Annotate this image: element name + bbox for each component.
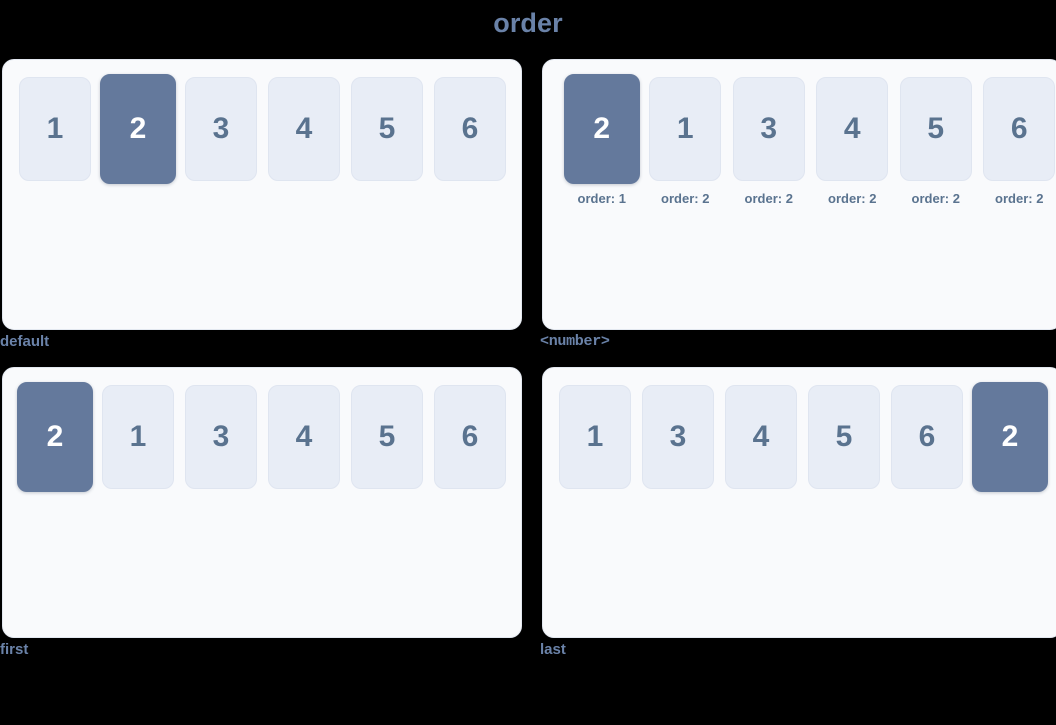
item-slot: 3 order: 2: [727, 77, 811, 206]
item-slot: 3: [185, 77, 257, 181]
panel-caption: <number>: [540, 333, 610, 350]
item-slot: 1: [102, 385, 174, 489]
item-slot: 6: [434, 77, 506, 181]
item-card[interactable]: 1: [102, 385, 174, 489]
panel-caption: first: [0, 641, 29, 658]
order-label: order: 2: [995, 191, 1044, 206]
demo-panel: 2 order: 1 1 order: 2 3 order: 2 4 order: 2 5 ord…: [542, 59, 1056, 330]
item-card-highlighted[interactable]: 2: [100, 74, 176, 184]
item-card[interactable]: 3: [185, 385, 257, 489]
order-label: order: 2: [744, 191, 793, 206]
item-slot: 2: [972, 382, 1048, 492]
item-slot: 4: [268, 385, 340, 489]
item-card[interactable]: 3: [185, 77, 257, 181]
item-slot: 5 order: 2: [894, 77, 978, 206]
item-card-highlighted[interactable]: 2: [972, 382, 1048, 492]
item-slot: 5: [351, 385, 423, 489]
item-slot: 3: [185, 385, 257, 489]
order-label: order: 2: [828, 191, 877, 206]
item-card[interactable]: 1: [649, 77, 722, 181]
item-card[interactable]: 4: [268, 385, 340, 489]
item-slot: 6: [891, 385, 963, 489]
item-slot: 2 order: 1: [560, 74, 644, 206]
order-label: order: 1: [577, 191, 626, 206]
item-card[interactable]: 5: [351, 385, 423, 489]
item-card[interactable]: 1: [19, 77, 91, 181]
panel-caption: last: [540, 641, 566, 658]
item-slot: 2: [100, 74, 176, 184]
order-label: order: 2: [661, 191, 710, 206]
item-slot: 5: [351, 77, 423, 181]
item-card[interactable]: 5: [351, 77, 423, 181]
item-slot: 1 order: 2: [644, 77, 728, 206]
item-slot: 6 order: 2: [978, 77, 1056, 206]
item-card-highlighted[interactable]: 2: [17, 382, 93, 492]
item-row: 2 order: 1 1 order: 2 3 order: 2 4 order: 2 5 ord…: [543, 60, 1056, 206]
item-card[interactable]: 6: [891, 385, 963, 489]
demo-cell: 2 order: 1 1 order: 2 3 order: 2 4 order: 2 5 ord…: [540, 59, 1056, 350]
item-card[interactable]: 6: [434, 77, 506, 181]
item-card[interactable]: 1: [559, 385, 631, 489]
item-card[interactable]: 3: [642, 385, 714, 489]
order-label: order: 2: [911, 191, 960, 206]
item-slot: 1: [559, 385, 631, 489]
page-title: order: [493, 8, 563, 38]
item-card[interactable]: 4: [268, 77, 340, 181]
item-card[interactable]: 4: [816, 77, 889, 181]
item-slot: 1: [19, 77, 91, 181]
item-slot: 5: [808, 385, 880, 489]
item-slot: 4 order: 2: [811, 77, 895, 206]
item-card[interactable]: 4: [725, 385, 797, 489]
item-card[interactable]: 5: [808, 385, 880, 489]
item-slot: 2: [17, 382, 93, 492]
item-card[interactable]: 6: [434, 385, 506, 489]
item-card[interactable]: 3: [732, 77, 805, 181]
item-card[interactable]: 6: [983, 77, 1056, 181]
item-card-highlighted[interactable]: 2: [563, 74, 640, 184]
item-slot: 4: [725, 385, 797, 489]
item-slot: 6: [434, 385, 506, 489]
panel-caption: default: [0, 333, 50, 350]
item-slot: 3: [642, 385, 714, 489]
item-card[interactable]: 5: [899, 77, 972, 181]
item-slot: 4: [268, 77, 340, 181]
